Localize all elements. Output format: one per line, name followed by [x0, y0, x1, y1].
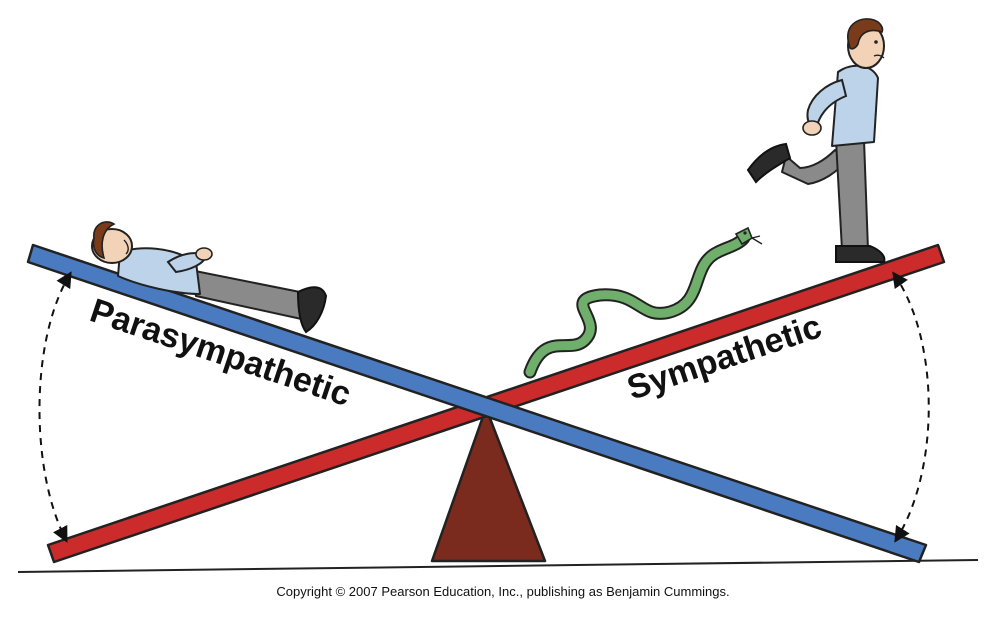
running-man — [746, 18, 886, 263]
parasympathetic-beam — [26, 243, 928, 564]
copyright-text: Copyright © 2007 Pearson Education, Inc.… — [276, 584, 729, 599]
fulcrum — [430, 406, 547, 563]
ground-line — [17, 559, 979, 573]
right-swing-arrow — [892, 271, 930, 543]
left-swing-arrow — [38, 271, 72, 543]
snake — [523, 226, 763, 379]
reclining-man — [91, 221, 328, 334]
